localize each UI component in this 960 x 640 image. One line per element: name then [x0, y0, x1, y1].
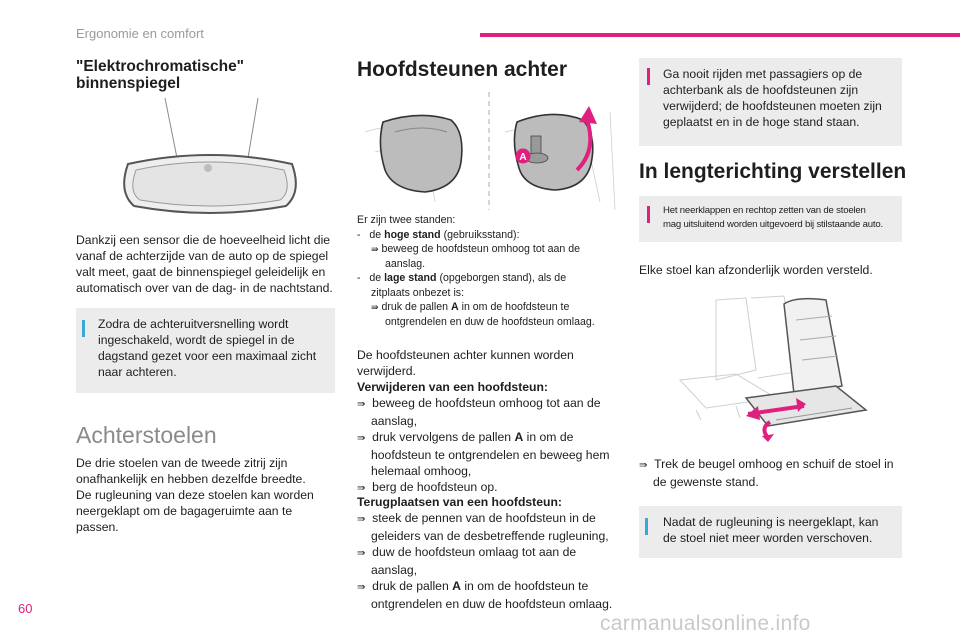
refit-step: ⇛ druk de pallen A in om de hoofdsteun t…	[357, 579, 589, 593]
rear-seats-text-line: De rugleuning van deze stoelen kan worde…	[76, 488, 314, 502]
rear-seats-heading: Achterstoelen	[76, 422, 217, 448]
rear-seats-text-line: De drie stoelen van de tweede zitrij zij…	[76, 456, 288, 470]
bullet-icon: ⇛	[639, 460, 648, 471]
mirror-heading-line-2: binnenspiegel	[76, 75, 181, 92]
remove-step: ⇛ berg de hoofdsteun op.	[357, 480, 498, 494]
adjust-step: ⇛ Trek de beugel omhoog en schuif de sto…	[639, 457, 894, 489]
info-text-line: naar achteren.	[98, 365, 177, 379]
refit-step: ⇛ steek de pennen van de hoofdsteun in d…	[357, 511, 596, 525]
bullet-icon: ⇛	[357, 433, 366, 444]
warning-box-stationary: Het neerklappen en rechtop zetten van de…	[639, 196, 902, 242]
remove-step: ⇛ druk vervolgens de pallen A in om de	[357, 430, 574, 444]
position-high: - de hoge stand (gebruiksstand):	[357, 228, 520, 241]
section-title: Ergonomie en comfort	[76, 26, 204, 41]
rear-seats-text-line: passen.	[76, 520, 119, 534]
pawl-a-callout: A	[519, 152, 526, 163]
rearview-mirror-illustration	[123, 97, 297, 214]
warning-icon	[647, 68, 650, 85]
mirror-description: Dankzij een sensor die de hoeveelheid li…	[76, 232, 346, 296]
rear-seats-text-line: neergeklapt om de bagageruimte aan te	[76, 504, 293, 518]
mirror-heading-line-1: "Elektrochromatische"	[76, 58, 245, 75]
warning-box-headrests: Ga nooit rijden met passagiers op de ach…	[639, 58, 902, 146]
seat-adjust-illustration	[678, 295, 868, 442]
mirror-text-line: vanaf de achterzijde van de auto op de s…	[76, 249, 329, 263]
remove-heading: Verwijderen van een hoofdsteun:	[357, 380, 548, 394]
refit-step: ⇛ duw de hoofdsteun omlaag tot aan de	[357, 545, 577, 559]
refit-heading: Terugplaatsen van een hoofdsteun:	[357, 495, 562, 509]
info-icon	[82, 320, 85, 337]
mirror-text-line: Dankzij een sensor die de hoeveelheid li…	[76, 233, 331, 247]
adjust-text: Elke stoel kan afzonderlijk worden verst…	[639, 263, 873, 277]
longitudinal-heading: In lengterichting verstellen	[639, 160, 907, 183]
mirror-heading: "Elektrochromatische" binnenspiegel	[76, 58, 244, 92]
refit-section: Terugplaatsen van een hoofdsteun: ⇛ stee…	[357, 494, 629, 612]
info-box-reverse-gear: Zodra de achteruitversnelling wordt inge…	[76, 308, 335, 393]
info-icon	[645, 518, 648, 535]
position-low-step-cont: ontgrendelen en duw de hoofdsteun omlaag…	[385, 315, 595, 328]
bullet-icon: ⇛	[357, 483, 366, 494]
bullet-icon: ⇛	[371, 244, 379, 254]
removable-note: De hoofdsteunen achter kunnen worden ver…	[357, 347, 629, 497]
info-text-line: Zodra de achteruitversnelling wordt	[98, 317, 289, 331]
rear-seats-text-line: onafhankelijk en hebben dezelfde breedte…	[76, 472, 306, 486]
positions-intro: Er zijn twee standen:	[357, 214, 456, 226]
warning-icon	[647, 206, 650, 223]
watermark: carmanualsonline.info	[600, 612, 811, 635]
headrests-heading: Hoofdsteunen achter	[357, 58, 568, 81]
page-number: 60	[18, 601, 33, 616]
rear-seats-description: De drie stoelen van de tweede zitrij zij…	[76, 455, 346, 535]
info-text-line: ingeschakeld, wordt de spiegel in de	[98, 333, 295, 347]
position-high-step: ⇛ beweeg de hoofdsteun omhoog tot aan de	[371, 243, 580, 255]
bullet-icon: ⇛	[357, 582, 366, 593]
position-high-step-cont: aanslag.	[385, 257, 426, 270]
bullet-icon: ⇛	[357, 548, 366, 559]
bullet-icon: ⇛	[371, 302, 379, 312]
headrest-illustration: A	[365, 92, 616, 210]
bullet-icon: ⇛	[357, 514, 366, 525]
mirror-text-line: automatisch over van de dag- in de nacht…	[76, 281, 333, 295]
section-accent-bar	[480, 33, 960, 37]
mirror-text-line: valt meet, gaat de binnenspiegel geleide…	[76, 265, 326, 279]
remove-step: ⇛ beweeg de hoofdsteun omhoog tot aan de	[357, 396, 601, 410]
position-low-step: ⇛ druk de pallen A in om de hoofdsteun t…	[371, 301, 570, 313]
position-low-cont: zitplaats onbezet is:	[371, 286, 465, 299]
position-low: - de lage stand (opgeborgen stand), als …	[357, 272, 567, 284]
info-text-line: dagstand gezet voor een maximaal zicht	[98, 349, 317, 363]
bullet-icon: ⇛	[357, 399, 366, 410]
info-box-folded-seat: Nadat de rugleuning is neergeklapt, kan …	[639, 506, 902, 558]
headrest-positions: Er zijn twee standen: - de hoge stand (g…	[357, 213, 629, 329]
